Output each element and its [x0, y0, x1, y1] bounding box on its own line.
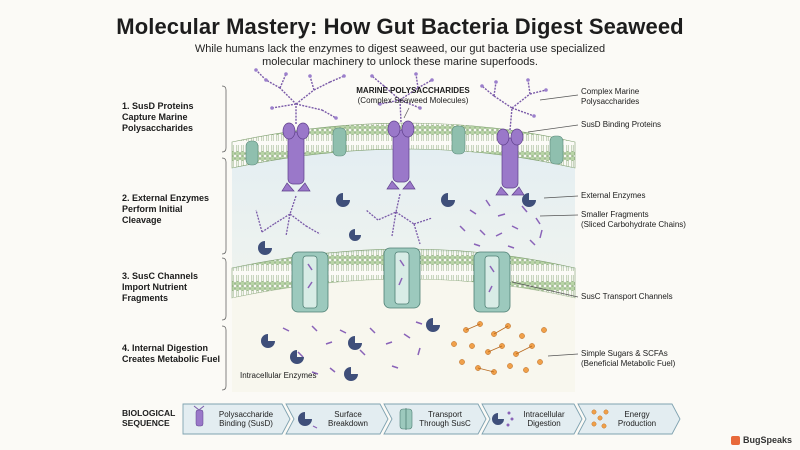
label-smaller-fragments-sub: (Sliced Carbohydrate Chains) [581, 220, 686, 229]
susc-channel [473, 251, 511, 313]
label-simple-sugars-sub: (Beneficial Metabolic Fuel) [581, 359, 676, 368]
marine-polysaccharides-sub: (Complex Seaweed Molecules) [357, 96, 469, 105]
label-susd-proteins: SusD Binding Proteins [581, 120, 662, 129]
digestion-icon [492, 411, 514, 427]
label-susc-channels: SusC Transport Channels [581, 292, 673, 301]
intracellular-enzymes [261, 318, 440, 381]
stage-brackets [221, 85, 227, 391]
scfa-links [465, 323, 533, 373]
label-complex-polysaccharides: Complex Marine Polysaccharides [581, 87, 640, 106]
chevron-step-4 [481, 403, 583, 435]
periplasm-polysaccharides [255, 193, 433, 245]
stage-1-label: 1. SusD Proteins Capture Marine Polysacc… [122, 101, 194, 133]
label-smaller-fragments: Smaller Fragments [581, 210, 649, 219]
polysaccharide-icon [193, 405, 205, 427]
susc-channel [383, 247, 421, 309]
susc-channels [291, 247, 511, 313]
simple-sugars [451, 321, 547, 375]
sequence-title: BIOLOGICAL SEQUENCE [122, 408, 176, 428]
external-enzymes [258, 193, 536, 255]
label-simple-sugars: Simple Sugars & SCFAs [581, 349, 668, 358]
label-intracellular-enzymes: Intracellular Enzymes [240, 371, 317, 380]
complex-polysaccharides [255, 69, 547, 131]
leader-lines [403, 94, 579, 357]
energy-icon [591, 409, 609, 429]
stage-2-label: 2. External Enzymes Perform Initial Clea… [122, 193, 210, 225]
sequence-step-2-label: Surface Breakdown [327, 410, 369, 428]
sugar-beads [254, 68, 548, 120]
sequence-step-1-label: Polysaccharide Binding (SusD) [218, 410, 274, 428]
susd-proteins [281, 120, 525, 196]
sequence-step-5-label: Energy Production [617, 410, 657, 428]
enzyme-icon [298, 412, 318, 429]
sequence-step-4-label: Intracellular Digestion [523, 410, 565, 428]
susd-protein [281, 122, 311, 192]
channel-cargo [307, 259, 495, 293]
periplasm-region [232, 149, 575, 270]
channel-icon [399, 408, 413, 430]
susc-channel [291, 251, 329, 313]
brand-name: BugSpeaks [742, 435, 792, 445]
brand-icon [730, 435, 740, 445]
chevron-step-2 [285, 403, 389, 435]
stage-4-label: 4. Internal Digestion Creates Metabolic … [122, 343, 221, 364]
cytoplasm-fragments [282, 321, 423, 375]
sequence-step-3-label: Transport Through SusC [419, 410, 471, 428]
susd-protein [386, 120, 416, 190]
smaller-fragments [459, 199, 543, 249]
page-subtitle: While humans lack the enzymes to digest … [194, 43, 606, 68]
page-title: Molecular Mastery: How Gut Bacteria Dige… [116, 14, 684, 39]
susd-protein [495, 128, 525, 196]
label-external-enzymes: External Enzymes [581, 191, 646, 200]
marine-polysaccharides-title: MARINE POLYSACCHARIDES [356, 86, 470, 95]
chevron-step-1 [182, 403, 291, 435]
stage-3-label: 3. SusC Channels Import Nutrient Fragmen… [122, 271, 199, 303]
outer-membrane-proteins [245, 125, 564, 166]
brand-logo: BugSpeaks [730, 435, 792, 445]
